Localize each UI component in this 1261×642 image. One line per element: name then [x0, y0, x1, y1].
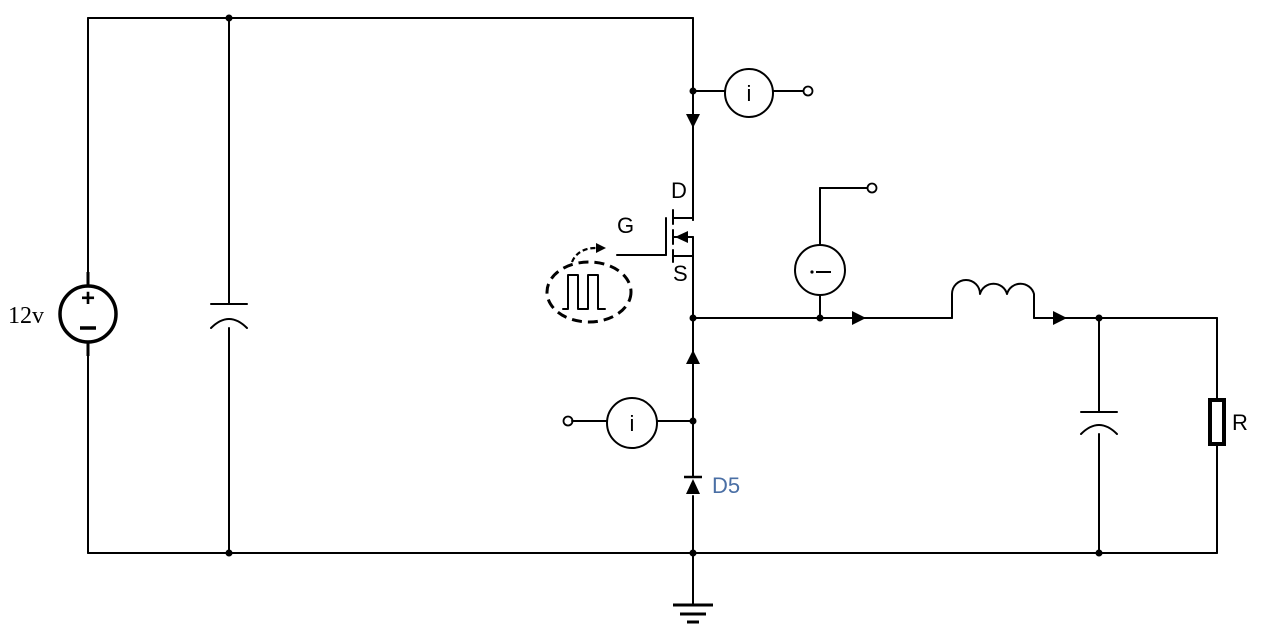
junctions [225, 14, 1103, 557]
dc-voltage-source-icon: + [58, 272, 118, 356]
current-arrow-down [686, 114, 700, 128]
inductor-icon [951, 279, 1035, 319]
junction-dot [225, 549, 233, 557]
diode-label: D5 [712, 473, 740, 498]
ammeter-icon [724, 68, 774, 118]
diode-icon [684, 475, 702, 494]
resistor-label: R [1232, 410, 1248, 435]
current-arrow-right [1053, 311, 1067, 325]
current-arrow-up [686, 350, 700, 364]
ammeter-icon [606, 397, 658, 449]
ammeter-bottom: i [562, 397, 694, 449]
capacitor-icon [1080, 411, 1118, 435]
probe-terminal [866, 182, 878, 194]
source-voltage-label: 12v [8, 303, 44, 329]
ammeter-bottom-symbol: i [630, 411, 635, 436]
gate-label: G [617, 213, 634, 238]
resistor-icon [1208, 389, 1226, 453]
current-arrow-right [852, 311, 866, 325]
ground-icon [673, 603, 713, 624]
pulse-generator-icon [545, 243, 633, 324]
wires [87, 17, 1218, 606]
ammeter-top-symbol: i [747, 81, 752, 106]
drain-label: D [671, 178, 687, 203]
capacitor-icon [210, 303, 248, 329]
junction-dot [1095, 549, 1103, 557]
junction-dot [689, 314, 697, 322]
probe-terminal [802, 85, 814, 97]
source-label: S [673, 261, 688, 286]
voltmeter [794, 182, 878, 319]
junction-dot [1095, 314, 1103, 322]
junction-dot [225, 14, 233, 22]
voltmeter-icon [794, 244, 846, 296]
n-mosfet-icon [616, 209, 694, 263]
plus-sign: + [81, 285, 95, 312]
ammeter-top: i [692, 68, 814, 118]
junction-dot [689, 549, 697, 557]
